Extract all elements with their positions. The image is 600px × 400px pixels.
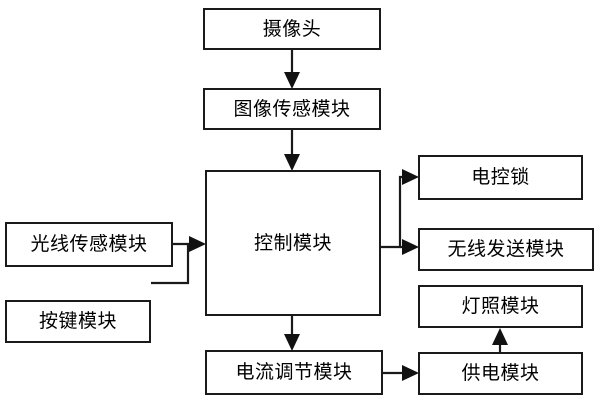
- arrowhead-power: [402, 365, 419, 381]
- node-lighting-module[interactable]: 灯照模块: [418, 285, 583, 328]
- node-key-label: 按键模块: [38, 310, 117, 333]
- arrowhead-lock: [402, 169, 419, 185]
- edge-control-right-trunk: [381, 175, 408, 249]
- node-current-label: 电流调节模块: [235, 361, 353, 384]
- node-power-label: 供电模块: [461, 362, 540, 385]
- arrowhead-control-left: [189, 236, 206, 252]
- node-control-label: 控制模块: [253, 231, 332, 254]
- node-light-sensor-label: 光线传感模块: [30, 233, 148, 256]
- arrowhead-current: [284, 334, 300, 351]
- node-light-sensor-module[interactable]: 光线传感模块: [5, 222, 173, 267]
- arrowhead-wireless: [402, 239, 419, 255]
- node-image-sensor-module[interactable]: 图像传感模块: [203, 88, 381, 130]
- arrowhead-control-top: [284, 154, 300, 171]
- node-wireless-label: 无线发送模块: [447, 238, 565, 261]
- node-camera-label: 摄像头: [262, 17, 322, 40]
- node-wireless-transmit-module[interactable]: 无线发送模块: [418, 228, 594, 271]
- node-current-regulation-module[interactable]: 电流调节模块: [205, 350, 383, 395]
- arrowhead-image-sensor: [284, 72, 300, 89]
- node-image-sensor-label: 图像传感模块: [233, 97, 351, 120]
- arrowhead-lamp: [492, 328, 508, 345]
- node-lamp-label: 灯照模块: [461, 295, 540, 318]
- node-electric-lock[interactable]: 电控锁: [418, 155, 583, 200]
- node-lock-label: 电控锁: [471, 166, 530, 189]
- node-power-supply-module[interactable]: 供电模块: [418, 352, 583, 395]
- node-key-module[interactable]: 按键模块: [5, 300, 151, 343]
- node-control-module[interactable]: 控制模块: [205, 170, 381, 316]
- node-camera[interactable]: 摄像头: [203, 8, 381, 50]
